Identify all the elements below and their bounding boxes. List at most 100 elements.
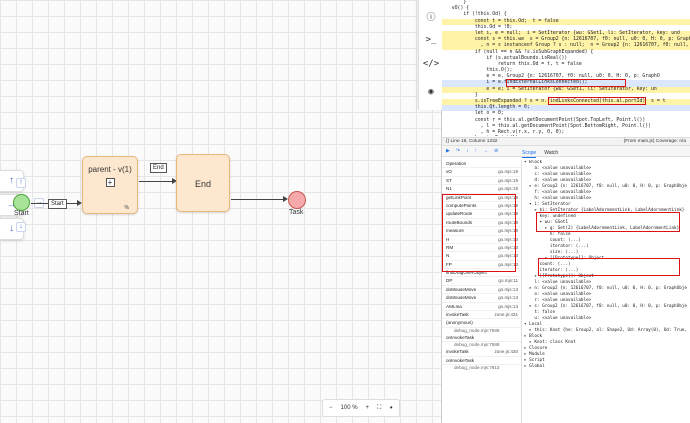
source-code-view[interactable]: } vO() { if (!this.Od) { const t = this.… [442, 0, 690, 136]
scope-entry[interactable]: key: undefined [524, 214, 576, 219]
code-line[interactable]: } [446, 0, 467, 5]
preview-icon[interactable]: ◉ [428, 87, 434, 97]
call-frame[interactable]: findDragOverObject [442, 269, 521, 278]
subprocess-node[interactable]: parent - v(1) + % [82, 156, 138, 214]
tab-watch[interactable]: Watch [544, 150, 559, 156]
edge-task[interactable] [231, 199, 286, 200]
expand-icon[interactable]: + [105, 178, 115, 187]
code-line[interactable]: this.Qt.length = 0; [442, 105, 690, 112]
console-icon[interactable]: >_ [425, 35, 437, 45]
code-line[interactable]: const t = this.Od; t = false [442, 18, 690, 25]
code-line[interactable]: const r = this.al.getDocumentPoint(Spot.… [446, 117, 646, 123]
scope-entry[interactable]: ▸ Module [524, 352, 545, 357]
step-out-icon[interactable]: ↑ [474, 148, 478, 154]
tab-scope[interactable]: Scope [522, 150, 537, 158]
step-icon[interactable]: → [483, 148, 489, 154]
scope-entry[interactable]: l: <value unavailable> [524, 280, 592, 285]
scope-entry[interactable]: ▾ Block [524, 160, 543, 165]
info-icon[interactable]: ⓘ [426, 13, 436, 23]
scope-entry[interactable]: ▸ Closure [524, 346, 548, 351]
step-over-icon[interactable]: ↷ [455, 148, 461, 154]
code-line[interactable]: const s = this.we s = Group2 {n: 1261670… [442, 37, 690, 44]
scope-entry[interactable]: ▸ e: Group2 {n: 12616707, f0: null, u0: … [524, 184, 687, 189]
code-line[interactable]: if (null == n && !s.isSubGraphExpanded) … [446, 49, 594, 55]
code-line[interactable]: e = e, Group2 {n: 12616707, f0: null, u0… [446, 74, 660, 80]
code-line[interactable]: vO() { [446, 6, 470, 12]
code-line[interactable]: s.isTreeExpanded ? s = n.findLinksConnec… [442, 99, 690, 106]
start-event[interactable] [13, 194, 30, 211]
globe-icon[interactable]: ◕ [389, 405, 393, 411]
diagram-canvas[interactable]: ↑ → ↓ Start ↑ → ↓ Start parent - v(1) + … [0, 0, 442, 423]
call-frame[interactable]: onInvokeTask [442, 357, 521, 365]
scope-entry[interactable]: r: <value unavailable> [524, 298, 592, 303]
end-task-node[interactable]: End [176, 154, 230, 212]
scope-entry[interactable]: iterator: (...) [524, 268, 579, 273]
code-line[interactable]: e = e; i = SetIterator {wu: GSet1, li: S… [442, 86, 690, 93]
scope-entry[interactable]: iterator: (...) [524, 244, 589, 249]
scope-entry[interactable]: ▾ i: SetIterator [524, 202, 571, 207]
scope-entry[interactable]: o: <value unavailable> [524, 292, 592, 297]
deactivate-breakpoints-icon[interactable]: ⊘ [494, 148, 499, 154]
scope-entry[interactable]: size: (...) [524, 250, 579, 255]
scope-entry[interactable]: u: <value unavailable> [524, 316, 592, 321]
scope-entry[interactable]: f: <value unavailable> [524, 190, 592, 195]
call-frame[interactable]: Operation [442, 160, 521, 169]
scope-entry[interactable]: d: <value unavailable> [524, 178, 592, 183]
code-line[interactable]: , l = this.al.getDocumentPoint(Spot.Bott… [446, 123, 652, 129]
code-line[interactable]: if (!this.Od) { [446, 12, 507, 18]
zoom-out-button[interactable]: − [329, 405, 333, 411]
call-frame[interactable]: (anonymous) [442, 319, 521, 328]
end-event[interactable] [288, 191, 306, 209]
resume-icon[interactable]: ▶ [446, 148, 450, 154]
scope-entry[interactable]: a: <value unavailable> [524, 166, 592, 171]
scope-entry[interactable]: ▸ n: Group2 {n: 12616707, f0: null, u0: … [524, 286, 687, 291]
scope-entry[interactable]: ▸ $i: SetIterator {LabelAdornmentLink, L… [524, 208, 685, 213]
code-icon[interactable]: </> [422, 59, 440, 69]
code-line[interactable]: i = e.findExternalLinksConnected(); [442, 80, 690, 87]
scope-entry[interactable]: h: <value unavailable> [524, 196, 592, 201]
zoom-in-button[interactable]: + [365, 405, 370, 411]
scope-entry[interactable]: ▸ Script [524, 358, 545, 363]
code-line[interactable]: this.Od = !0; [446, 24, 513, 30]
code-line[interactable]: , h = Rect.v(r.x, r.y, 0, 0); [446, 129, 565, 135]
code-line[interactable]: return this.Od = t, t = false [446, 61, 582, 67]
step-into-icon[interactable]: ↓ [466, 148, 469, 154]
scope-entry[interactable]: h: false [524, 232, 571, 237]
scope-entry[interactable]: ▸ this: Knot {he: Group2, al: Shape2, Od… [524, 328, 687, 333]
code-line[interactable]: let o = 0; [446, 111, 504, 117]
node-up-handle[interactable]: ↑ [16, 178, 26, 188]
scope-entry[interactable]: count: (...) [524, 238, 581, 243]
scope-entry[interactable]: count: (...) [524, 262, 571, 267]
scope-entry[interactable]: c: <value unavailable> [524, 172, 592, 177]
fit-icon[interactable]: ⛶ [377, 404, 382, 411]
edge-end[interactable] [139, 181, 175, 182]
scope-entry[interactable]: ▸ Global [524, 364, 545, 369]
scope-entry[interactable]: ▸ [[Prototype]]: Object [524, 274, 594, 279]
code-line[interactable]: , n = s instanceof Group ? s : null; n =… [442, 43, 690, 50]
scope-entry[interactable]: ▸ s: Group2 {n: 12616707, f0: null, u0: … [524, 304, 687, 309]
scope-entry[interactable]: ▸ Knot: class Knot [524, 340, 576, 345]
scope-entry[interactable]: ▾ Local [524, 322, 543, 327]
code-line[interactable]: if (s.actualBounds.isReal()) [446, 55, 568, 61]
code-line[interactable]: } [446, 92, 478, 98]
scope-entry[interactable]: ▸ g: Set(2) {LabelAdornmentLink, LabelAd… [524, 226, 680, 231]
scope-entry[interactable]: t: false [524, 310, 556, 315]
scope-entry[interactable]: ▾ wu: GSet1 [524, 220, 568, 225]
